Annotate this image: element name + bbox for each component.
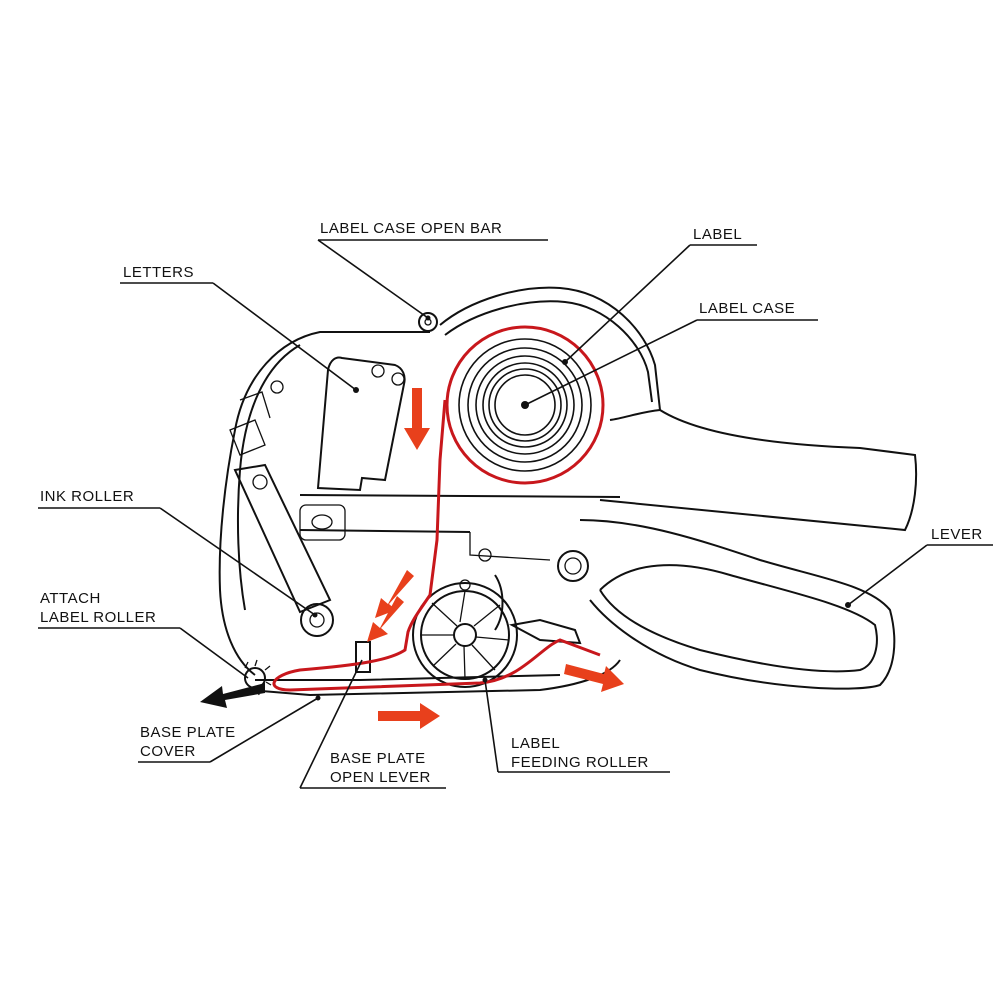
arrow-right-base (378, 703, 440, 729)
base-plate-open-lever-label-line2: OPEN LEVER (330, 769, 431, 786)
ink-roller-assembly (229, 380, 334, 637)
leader-lines (38, 239, 993, 789)
feed-arrows (367, 388, 624, 729)
ink-roller-label: INK ROLLER (40, 488, 134, 505)
arrow-down-roll (404, 388, 430, 450)
label-feeding-roller (412, 574, 582, 688)
device-outline (218, 286, 918, 697)
label-roll (445, 325, 605, 485)
lever-label: LEVER (931, 526, 983, 543)
base-plate-cover-label-line1: BASE PLATE (140, 724, 236, 741)
pivots (418, 312, 589, 582)
label-label: LABEL (693, 226, 742, 243)
base-plate-cover-label-line2: COVER (140, 743, 196, 760)
arrow-right-exit (564, 664, 624, 692)
label-feeding-roller-label-line1: LABEL (511, 735, 560, 752)
label-feeding-roller-label-line2: FEEDING ROLLER (511, 754, 649, 771)
base-plate-open-lever-label-line1: BASE PLATE (330, 750, 426, 767)
label-case-label: LABEL CASE (699, 300, 795, 317)
label-case-open-bar-label: LABEL CASE OPEN BAR (320, 220, 502, 237)
label-path (272, 399, 601, 692)
base-plate-open-lever-part (355, 641, 371, 673)
eject-arrow (200, 683, 265, 708)
attach-label-roller-label-line2: LABEL ROLLER (40, 609, 156, 626)
attach-label-roller-label-line1: ATTACH (40, 590, 101, 607)
letters-label: LETTERS (123, 264, 194, 281)
arrow-diag-upper (375, 570, 414, 618)
arrow-diag-lower (367, 596, 404, 642)
letters-plate (299, 356, 406, 541)
